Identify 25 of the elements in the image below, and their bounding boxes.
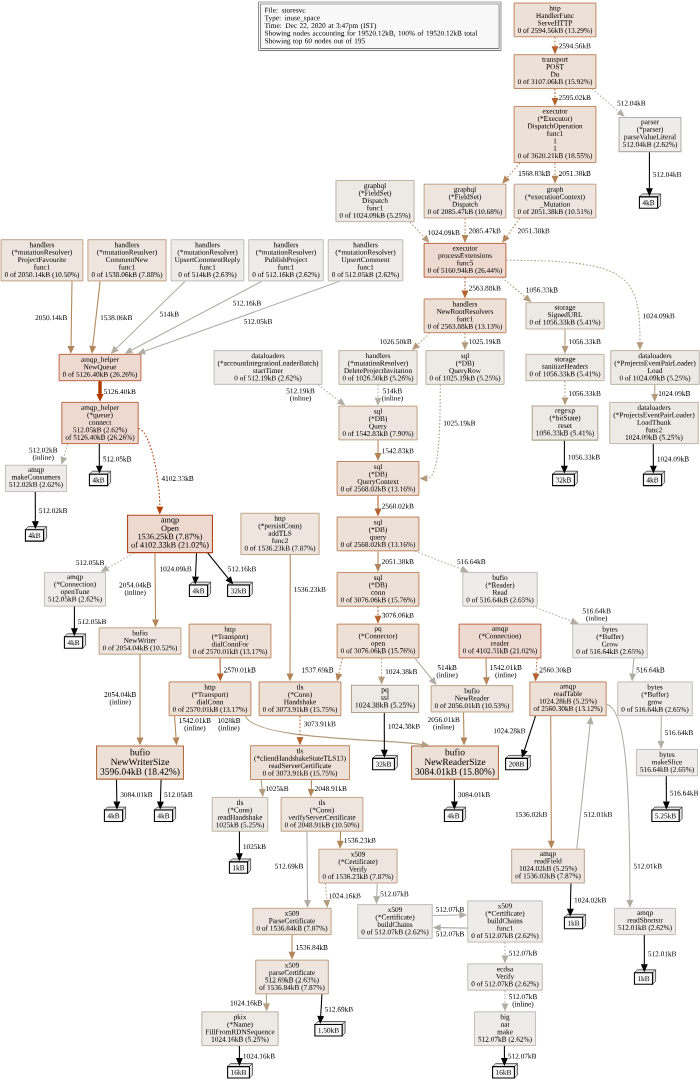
arrow bbox=[502, 217, 521, 243]
arrow bbox=[651, 384, 659, 402]
arrow bbox=[561, 328, 569, 354]
arrow bbox=[521, 715, 536, 758]
arrow bbox=[551, 88, 559, 106]
arrow bbox=[414, 550, 469, 573]
arrow bbox=[591, 88, 625, 117]
arrow bbox=[461, 217, 469, 243]
function-box: bufio NewWriterSize 3596.04kB (18.42%) bbox=[96, 745, 184, 780]
arrow bbox=[67, 280, 75, 354]
arrow bbox=[323, 882, 331, 908]
arrow bbox=[502, 162, 521, 184]
arrow bbox=[409, 221, 430, 243]
arrow bbox=[374, 550, 382, 572]
arrow bbox=[89, 280, 101, 354]
arrow bbox=[606, 703, 634, 908]
arrow bbox=[60, 443, 69, 465]
arrow bbox=[576, 716, 594, 850]
arrow bbox=[532, 606, 579, 625]
arrow bbox=[307, 779, 315, 797]
arrow bbox=[304, 831, 312, 908]
function-box: amqp Open 1536.25kB (7.87%) of 4102.33kB (21.02%) bbox=[127, 514, 213, 554]
arrow bbox=[657, 715, 665, 749]
function-box: bufio NewReaderSize 3084.01kB (15.80%) bbox=[411, 745, 499, 780]
arrow bbox=[317, 993, 325, 1024]
